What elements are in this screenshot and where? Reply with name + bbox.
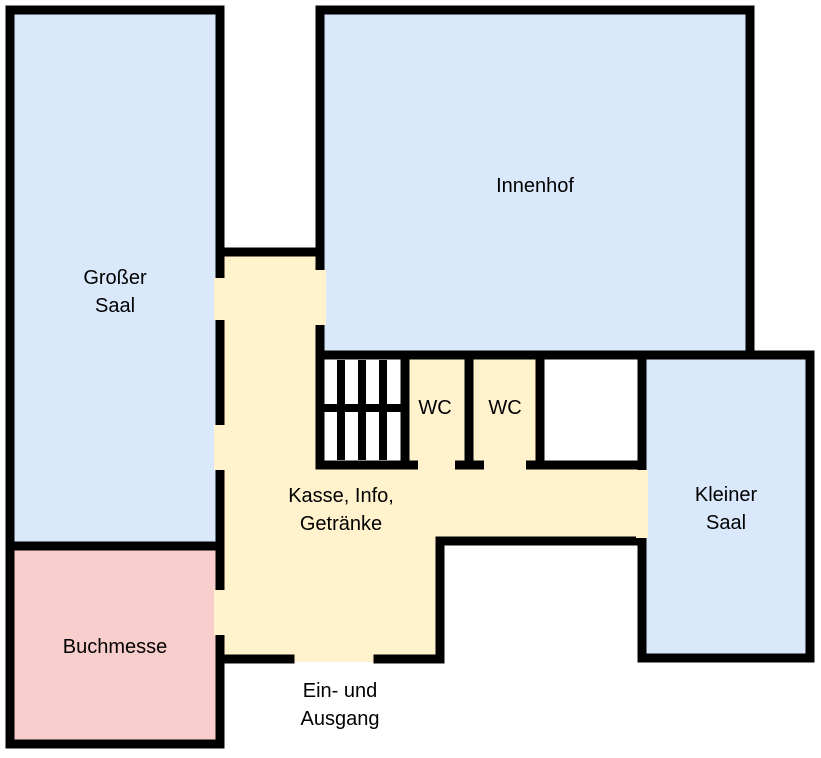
door-opening-buchmesse [214, 590, 226, 635]
door-opening-kleiner-saal [636, 470, 648, 538]
foyer-vertical-fill [222, 252, 320, 662]
label-entrance-line1: Ein- und [303, 680, 378, 702]
label-kleiner-saal-line1: Kleiner [695, 484, 758, 506]
label-kleiner-saal-line2: Saal [706, 512, 746, 534]
label-buchmesse: Buchmesse [63, 636, 168, 658]
label-grosser-saal-line2: Saal [95, 295, 135, 317]
label-foyer-line2: Getränke [300, 513, 382, 535]
label-entrance-line2: Ausgang [301, 708, 380, 730]
room-kleiner-saal[interactable] [637, 350, 815, 663]
door-opening-grosser-saal-upper [214, 278, 226, 320]
door-opening-grosser-saal-lower [214, 425, 226, 470]
label-grosser-saal-line1: Großer [83, 267, 147, 289]
label-wc-right: WC [488, 397, 521, 419]
room-innenhof[interactable] [315, 5, 755, 360]
staircase [315, 350, 410, 470]
corridor-east-fill [320, 465, 642, 541]
room-grosser-saal[interactable] [5, 5, 225, 551]
label-innenhof: Innenhof [496, 175, 574, 197]
label-foyer-line1: Kasse, Info, [288, 485, 394, 507]
room-buchmesse[interactable] [5, 541, 225, 749]
door-opening-innenhof [314, 270, 326, 325]
label-wc-left: WC [418, 397, 451, 419]
foyer-walls [217, 247, 647, 664]
door-openings [214, 270, 648, 635]
